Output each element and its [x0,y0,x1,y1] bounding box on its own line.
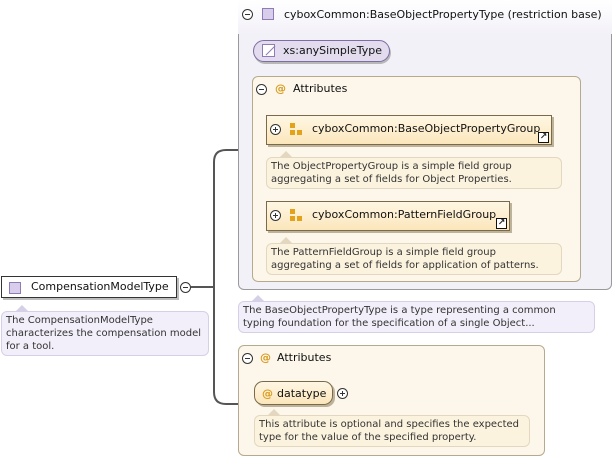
restriction-title: cyboxCommon:BaseObjectPropertyType (rest… [284,8,602,21]
expand-group-toggle[interactable] [270,124,281,135]
root-type-label: CompensationModelType [31,280,169,293]
simple-type-icon [262,44,275,57]
note-pointer [252,295,264,301]
note-pointer [280,151,292,157]
collapse-attributes-toggle[interactable] [256,84,267,95]
attribute-group-description: The ObjectPropertyGroup is a simple fiel… [266,157,562,189]
attribute-group-icon [290,123,302,135]
collapse-restriction-toggle[interactable] [242,9,253,20]
at-sign-icon: @ [262,387,273,400]
attributes-label: Attributes [277,351,332,364]
attribute-group-node[interactable] [266,115,552,145]
restriction-description: The BaseObjectPropertyType is a type rep… [238,301,595,333]
collapse-root-toggle[interactable] [180,282,191,293]
attributes-label: Attributes [293,82,348,95]
type-square-icon [9,282,21,294]
attribute-group-icon [290,209,302,221]
note-pointer [268,409,280,415]
root-type-node[interactable] [1,276,177,298]
arrow-link-icon[interactable]: ↗ [538,132,549,143]
simple-type-node[interactable] [253,40,390,62]
note-pointer [16,305,28,311]
type-square-icon [262,8,274,20]
attribute-group-label: cyboxCommon:PatternFieldGroup [312,208,497,221]
at-sign-icon: @ [260,351,271,364]
attribute-description: This attribute is optional and specifies… [254,415,530,447]
attribute-label: datatype [277,387,327,400]
expand-group-toggle[interactable] [270,210,281,221]
collapse-attributes-toggle[interactable] [242,353,253,364]
root-type-description: The CompensationModelType characterizes … [1,311,209,356]
expand-attribute-toggle[interactable] [337,388,348,399]
attribute-node[interactable] [254,381,333,405]
at-sign-icon: @ [275,82,286,95]
attribute-group-node[interactable] [266,201,510,231]
simple-type-label: xs:anySimpleType [283,44,382,57]
attribute-group-description: The PatternFieldGroup is a simple field … [266,243,562,275]
attribute-group-label: cyboxCommon:BaseObjectPropertyGroup [312,122,541,135]
restriction-header [238,0,612,34]
note-pointer [280,237,292,243]
arrow-link-icon[interactable]: ↗ [496,218,507,229]
